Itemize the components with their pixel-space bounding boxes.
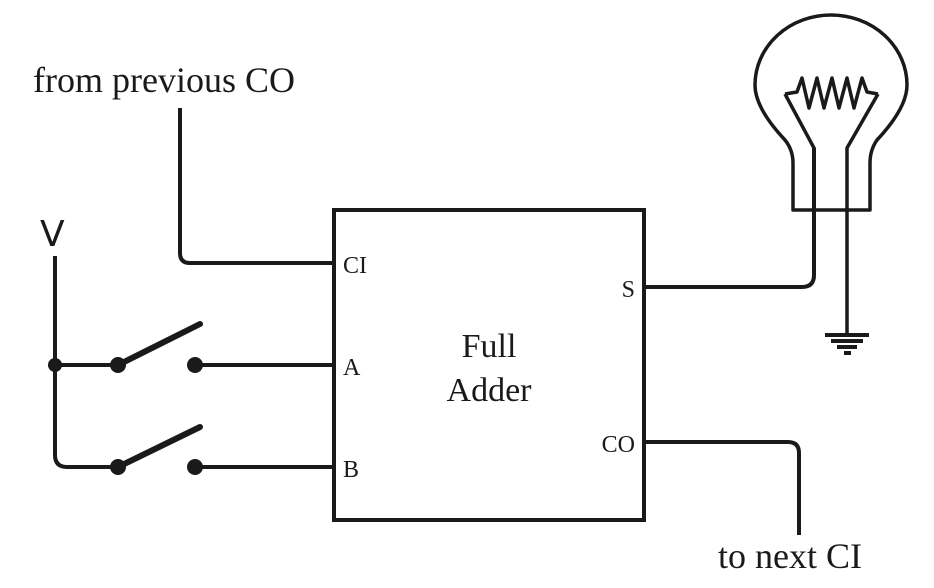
port-a-label: A xyxy=(343,355,361,381)
co-output-wire xyxy=(644,440,801,535)
voltage-label: V xyxy=(40,214,65,255)
bulb-left-support xyxy=(783,93,816,210)
block-label-line1: Full xyxy=(462,328,517,365)
port-ci-label: CI xyxy=(343,253,367,279)
port-b-label: B xyxy=(343,457,359,483)
ci-input-wire xyxy=(178,108,334,265)
supply-wire xyxy=(53,256,118,469)
switch-b[interactable] xyxy=(110,424,203,475)
bulb-filament xyxy=(784,76,879,110)
ground-icon xyxy=(825,333,869,355)
ground-bar-3 xyxy=(837,345,857,349)
s-output-wire xyxy=(644,148,816,289)
bulb-right-support xyxy=(845,93,880,210)
port-co-label: CO xyxy=(602,432,635,458)
switch-a-lever[interactable] xyxy=(115,321,203,368)
port-s-label: S xyxy=(622,277,635,303)
ground-bar-4 xyxy=(844,351,851,355)
to-next-ci-label: to next CI xyxy=(718,536,862,576)
ground-bar-2 xyxy=(831,339,863,343)
switch-a[interactable] xyxy=(110,321,203,373)
from-previous-co-label: from previous CO xyxy=(33,60,295,100)
ground-bar-1 xyxy=(825,333,869,337)
block-label-line2: Adder xyxy=(447,372,533,409)
switch-b-lever[interactable] xyxy=(115,424,203,470)
junction-dot xyxy=(48,358,62,372)
light-bulb-icon xyxy=(753,13,909,212)
full-adder-block xyxy=(332,208,646,522)
bulb-glass xyxy=(753,13,909,212)
